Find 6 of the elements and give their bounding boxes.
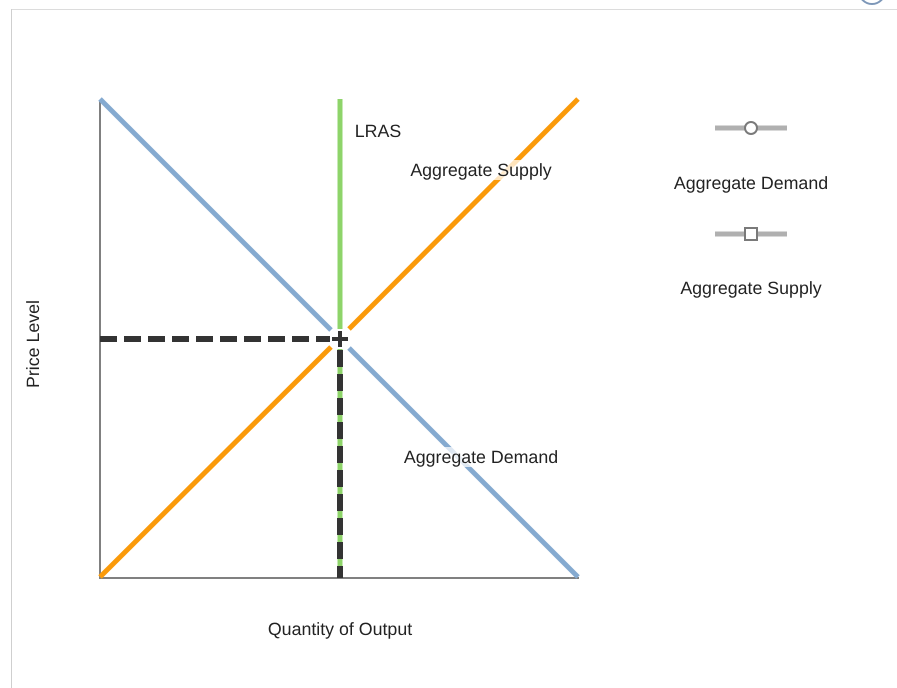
legend-label: Aggregate Supply [680, 278, 822, 298]
curve-label: Aggregate Supply [410, 160, 552, 180]
axis-label: Price Level [23, 300, 43, 388]
legend-label: Aggregate Demand [674, 173, 828, 193]
axis-label: Quantity of Output [268, 619, 412, 639]
curve-label: Aggregate Demand [404, 447, 558, 467]
